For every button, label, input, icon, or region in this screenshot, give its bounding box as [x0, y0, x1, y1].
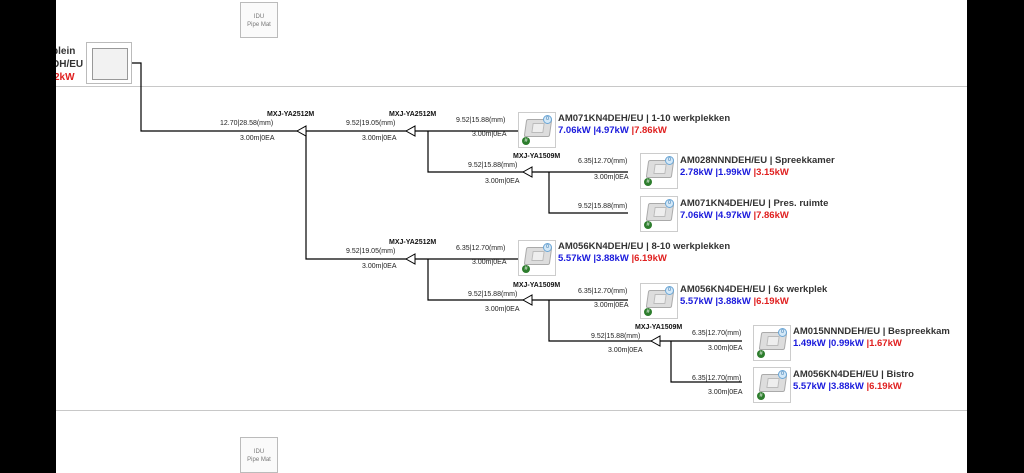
unit-title[interactable]: AM071KN4DEH/EU | Pres. ruimte — [680, 198, 829, 209]
status-icon: # — [757, 350, 765, 358]
odu-name: plein — [56, 46, 76, 57]
branch-length: 3.00m|0EA — [485, 306, 520, 313]
branch-length: 3.00m|0EA — [362, 135, 397, 142]
unit-title[interactable]: AM028NNNDEH/EU | Spreekkamer — [680, 155, 835, 166]
unit-capacity: 7.06kW |4.97kW |7.86kW — [680, 210, 789, 221]
home-indicator[interactable] — [381, 458, 643, 463]
info-icon: 0 — [665, 286, 674, 295]
info-icon: 0 — [778, 328, 787, 337]
separator-top — [56, 86, 967, 87]
status-icon: # — [522, 137, 530, 145]
unit-capacity: 7.06kW |4.97kW |7.86kW — [558, 125, 667, 136]
branch-model: MXJ-YA2512M — [389, 111, 437, 118]
diagram-canvas: IDU Pipe Mat IDU Pipe Mat plein DH/EU 2k… — [56, 0, 967, 473]
branch-model: MXJ-YA1509M — [635, 324, 683, 331]
indoor-unit-icon[interactable]: 0# — [640, 196, 678, 232]
branch-pipe: 9.52|15.88(mm) — [468, 291, 518, 298]
branch-length: 3.00m|0EA — [608, 347, 643, 354]
unit-capacity: 5.57kW |3.88kW |6.19kW — [793, 381, 902, 392]
unit-pipe: 6.35|12.70(mm) — [456, 245, 506, 252]
branch-length: 3.00m|0EA — [240, 135, 275, 142]
status-icon: # — [644, 221, 652, 229]
unit-length: 3.00m|0EA — [472, 131, 507, 138]
branch-pipe: 9.52|15.88(mm) — [468, 162, 518, 169]
indoor-unit-icon[interactable]: 0# — [518, 240, 556, 276]
unit-length: 3.00m|0EA — [708, 389, 743, 396]
indoor-unit-icon[interactable]: 0# — [640, 153, 678, 189]
odu-value: 2kW — [56, 72, 75, 83]
pipe-lines — [132, 62, 742, 383]
info-icon: 0 — [665, 156, 674, 165]
unit-pipe: 9.52|15.88(mm) — [578, 203, 628, 210]
branch-length: 3.00m|0EA — [485, 178, 520, 185]
info-icon: 0 — [665, 199, 674, 208]
branch-model: MXJ-YA1509M — [513, 282, 561, 289]
unit-pipe: 6.35|12.70(mm) — [578, 288, 628, 295]
unit-capacity: 5.57kW |3.88kW |6.19kW — [680, 296, 789, 307]
info-icon: 0 — [543, 115, 552, 124]
branch-pipe: 12.70|28.58(mm) — [220, 120, 274, 127]
unit-title[interactable]: AM015NNNDEH/EU | Bespreekkam — [793, 326, 950, 337]
unit-pipe: 9.52|15.88(mm) — [456, 117, 506, 124]
unit-title[interactable]: AM056KN4DEH/EU | 8-10 werkplekken — [558, 241, 731, 252]
indoor-unit-icon[interactable]: 0# — [518, 112, 556, 148]
unit-length: 3.00m|0EA — [708, 345, 743, 352]
unit-title[interactable]: AM056KN4DEH/EU | 6x werkplek — [680, 284, 828, 295]
branch-pipe: 9.52|19.05(mm) — [346, 248, 396, 255]
branch-length: 3.00m|0EA — [362, 263, 397, 270]
unit-pipe: 6.35|12.70(mm) — [578, 158, 628, 165]
branch-model: MXJ-YA2512M — [267, 111, 315, 118]
unit-capacity: 1.49kW |0.99kW |1.67kW — [793, 338, 902, 349]
info-icon: 0 — [778, 370, 787, 379]
outdoor-unit-icon[interactable] — [86, 42, 132, 84]
status-icon: # — [757, 392, 765, 400]
unit-length: 3.00m|0EA — [594, 302, 629, 309]
branch-pipe: 9.52|19.05(mm) — [346, 120, 396, 127]
unit-title[interactable]: AM056KN4DEH/EU | Bistro — [793, 369, 914, 380]
indoor-unit-icon[interactable]: 0# — [753, 325, 791, 361]
status-icon: # — [522, 265, 530, 273]
unit-capacity: 5.57kW |3.88kW |6.19kW — [558, 253, 667, 264]
indoor-unit-icon[interactable]: 0# — [753, 367, 791, 403]
status-icon: # — [644, 178, 652, 186]
unit-title[interactable]: AM071KN4DEH/EU | 1-10 werkplekken — [558, 113, 731, 124]
unit-pipe: 6.35|12.70(mm) — [692, 375, 742, 382]
separator-bottom — [56, 410, 967, 411]
branch-pipe: 9.52|15.88(mm) — [591, 333, 641, 340]
info-icon: 0 — [543, 243, 552, 252]
unit-length: 3.00m|0EA — [594, 174, 629, 181]
indoor-unit-icon[interactable]: 0# — [640, 283, 678, 319]
branch-model: MXJ-YA2512M — [389, 239, 437, 246]
status-icon: # — [644, 308, 652, 316]
branch-model: MXJ-YA1509M — [513, 153, 561, 160]
odu-model: DH/EU — [56, 59, 84, 70]
idu-pipe-mat-button-top[interactable]: IDU Pipe Mat — [240, 2, 278, 38]
unit-pipe: 6.35|12.70(mm) — [692, 330, 742, 337]
unit-length: 3.00m|0EA — [472, 259, 507, 266]
unit-capacity: 2.78kW |1.99kW |3.15kW — [680, 167, 789, 178]
